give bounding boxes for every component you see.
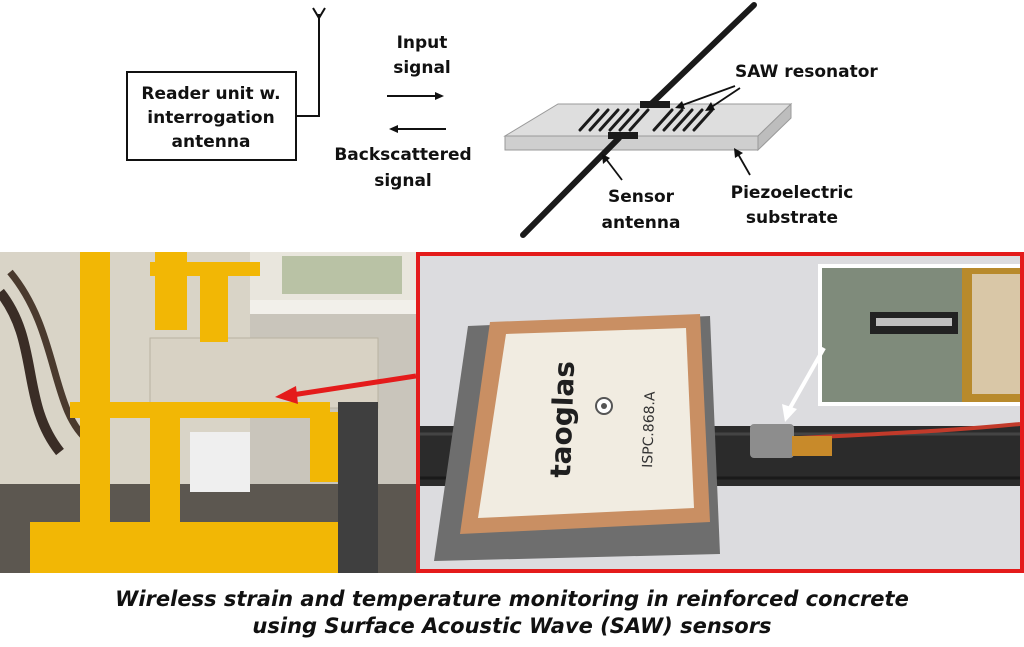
backscatter-label-1: Backscattered — [334, 145, 471, 165]
reader-label-line-2: interrogation — [147, 108, 274, 128]
closeup-photo: taoglas ISPC.868.A — [420, 256, 1020, 569]
sensor-antenna-lower — [520, 135, 622, 238]
sensor-inset — [818, 264, 1020, 406]
sensor-antenna-pointer — [602, 154, 623, 181]
backscatter-label-2: signal — [374, 171, 432, 191]
substrate-label-1: Piezoelectric — [731, 183, 854, 203]
figure-caption: Wireless strain and temperature monitori… — [0, 586, 1024, 640]
concrete-beam — [149, 337, 379, 409]
yellow-test-rig — [30, 252, 350, 573]
backscatter-arrow-icon — [389, 125, 446, 133]
reader-unit-box — [126, 71, 297, 161]
substrate-pointer — [734, 148, 751, 176]
resonator-pad-bottom — [608, 132, 638, 139]
input-signal-label-1: Input — [397, 33, 448, 53]
reader-label-line-1: Reader unit w. — [141, 84, 280, 104]
saw-resonator-fingers — [578, 108, 714, 132]
sensor-antenna-label-1: Sensor — [608, 187, 675, 207]
reader-antenna-icon — [296, 14, 320, 117]
input-signal-label-2: signal — [393, 58, 451, 78]
caption-line-1: Wireless strain and temperature monitori… — [115, 587, 909, 611]
closeup-photo-frame: taoglas ISPC.868.A — [416, 252, 1024, 573]
reader-label-line-3: antenna — [172, 132, 251, 152]
piezoelectric-substrate — [503, 102, 793, 152]
input-arrow-icon — [387, 92, 444, 100]
red-pointer-arrow — [275, 373, 416, 404]
caption-line-2: using Surface Acoustic Wave (SAW) sensor… — [252, 614, 772, 638]
saw-resonator-label: SAW resonator — [735, 62, 878, 82]
resonator-pad-top — [640, 101, 670, 108]
white-pointer-arrow — [782, 347, 826, 422]
lab-rig-photo — [0, 252, 416, 573]
sensor-antenna-label-2: antenna — [602, 213, 681, 233]
patch-model-text: ISPC.868.A — [640, 391, 659, 468]
substrate-label-2: substrate — [746, 208, 838, 228]
saw-pointer-arrows — [675, 85, 741, 111]
sensor-inset-image — [822, 268, 1020, 402]
saw-schematic: Reader unit w. interrogation antenna Inp… — [126, 2, 878, 238]
patch-antenna-face — [478, 328, 694, 518]
patch-brand-text: taoglas — [544, 360, 581, 478]
sensor-antenna-upper — [647, 2, 757, 108]
